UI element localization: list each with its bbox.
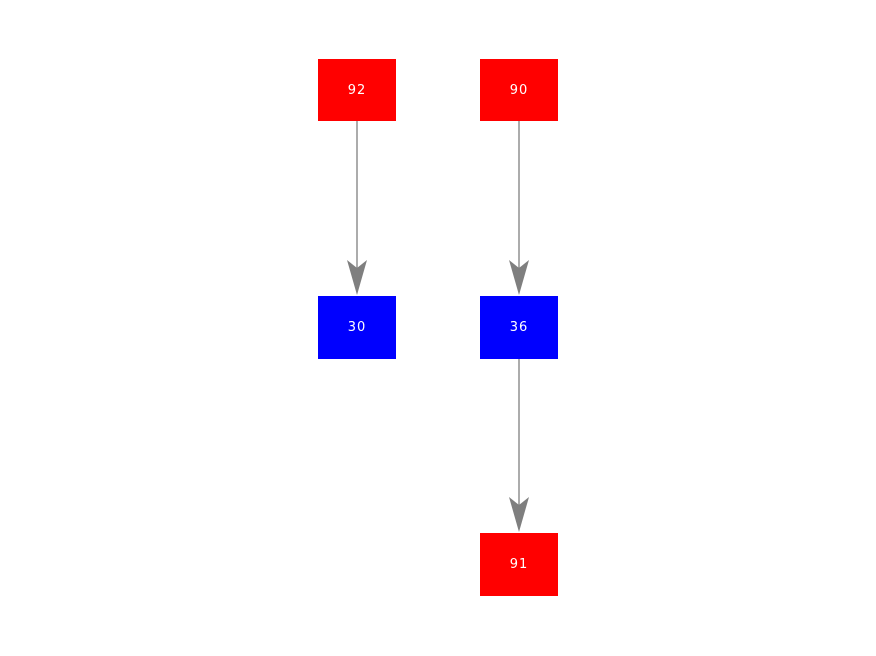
arrowhead-icon bbox=[509, 497, 529, 532]
arrowhead-icon bbox=[509, 260, 529, 295]
node-label: 30 bbox=[347, 320, 367, 335]
node-label: 91 bbox=[509, 557, 529, 572]
node-30: 30 bbox=[318, 296, 396, 359]
node-label: 90 bbox=[509, 82, 529, 98]
edge-90-36 bbox=[509, 121, 529, 295]
node-92: 92 bbox=[318, 59, 396, 121]
node-91: 91 bbox=[480, 533, 558, 596]
node-36: 36 bbox=[480, 296, 558, 359]
edge-36-91 bbox=[509, 359, 529, 532]
arrowhead-icon bbox=[347, 260, 367, 295]
edge-92-30 bbox=[347, 121, 367, 295]
node-label: 92 bbox=[347, 82, 367, 98]
node-label: 36 bbox=[509, 320, 529, 335]
node-90: 90 bbox=[480, 59, 558, 121]
